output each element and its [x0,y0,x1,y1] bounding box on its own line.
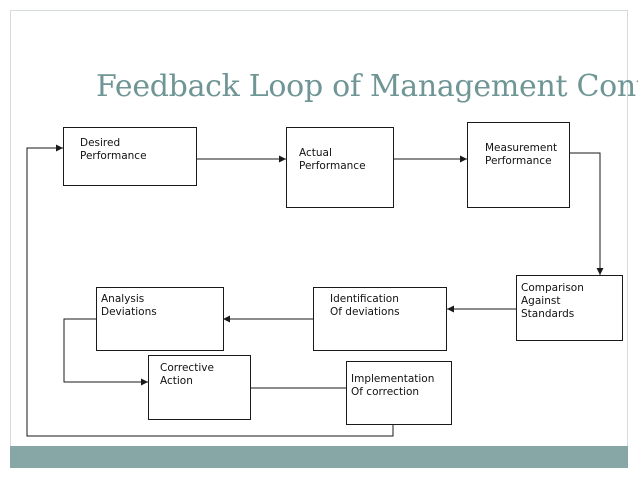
label-analysis-deviations: Analysis Deviations [101,293,157,318]
box-corrective-action [148,355,251,420]
box-comparison-against-standards [516,275,623,341]
label-comparison-against-standards: Comparison Against Standards [521,282,584,320]
box-desired-performance [63,127,197,186]
label-identification-of-deviations: Identification Of deviations [330,293,400,318]
label-measurement-performance: Measurement Performance [485,142,558,167]
footer-bar [10,446,628,468]
box-measurement-performance [467,122,570,208]
arrow-feedback-to-desired [26,144,394,437]
box-analysis-deviations [96,287,224,351]
arrow-analysis-to-corrective [63,318,148,386]
box-implementation-of-correction [346,361,452,425]
slide-title: Feedback Loop of Management Control [96,69,638,104]
label-actual-performance: Actual Performance [299,147,366,172]
arrow-measurement-to-comparison [569,152,604,275]
label-implementation-of-correction: Implementation Of correction [351,373,435,398]
label-desired-performance: Desired Performance [80,137,147,162]
box-actual-performance [286,127,394,208]
box-identification-of-deviations [313,287,447,351]
label-corrective-action: Corrective Action [160,362,214,387]
